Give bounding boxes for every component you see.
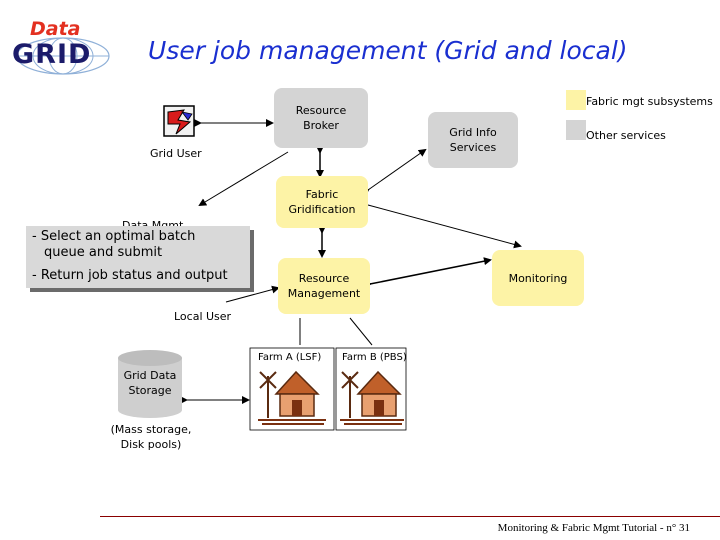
resource-management-line2: Management — [287, 287, 361, 300]
resource-broker-line2: Broker — [303, 119, 339, 132]
resource-broker-box: Resource Broker — [274, 88, 368, 148]
logo-top-text: Data — [30, 18, 81, 40]
grid-user-label: Grid User — [150, 147, 202, 160]
local-user-label: Local User — [174, 310, 232, 323]
footer-text: Monitoring & Fabric Mgmt Tutorial - n° 3… — [497, 522, 690, 534]
footer-divider — [100, 516, 720, 517]
legend-other-swatch — [566, 120, 586, 140]
fabric-gridification-line1: Fabric — [305, 188, 339, 201]
storage-cylinder-icon — [118, 350, 182, 418]
storage-line1: Grid Data — [123, 369, 177, 382]
legend-fabric-swatch — [566, 90, 586, 110]
callout-line3: - Return job status and output — [32, 268, 228, 283]
fabric-gridification-line2: Gridification — [288, 203, 356, 216]
grid-info-line2: Services — [449, 141, 497, 154]
datagrid-logo: Data GRID — [8, 18, 113, 76]
fabric-gridification-box: Fabric Gridification — [276, 176, 368, 228]
legend-other-label: Other services — [586, 129, 666, 142]
farm-a-label: Farm A (LSF) — [258, 352, 322, 363]
monitoring-box: Monitoring — [492, 250, 584, 306]
globe-icon — [16, 37, 110, 75]
callout-line1: - Select an optimal batch — [32, 229, 196, 244]
legend-fabric-label: Fabric mgt subsystems — [586, 95, 713, 108]
callout-box: - Select an optimal batch queue and subm… — [26, 226, 250, 288]
farm-b-icon — [340, 370, 404, 425]
callout-line2: queue and submit — [44, 245, 163, 260]
resource-management-line1: Resource — [298, 272, 350, 285]
grid-info-line1: Grid Info — [449, 126, 497, 139]
slide-title: User job management (Grid and local) — [148, 36, 628, 65]
resource-broker-line1: Resource — [295, 104, 347, 117]
farm-a-icon — [258, 370, 326, 425]
storage-note: (Mass storage, Disk pools) — [96, 422, 206, 452]
monitoring-label: Monitoring — [508, 271, 568, 285]
storage-note-line1: (Mass storage, — [110, 423, 192, 436]
farm-b-label: Farm B (PBS) — [342, 352, 407, 363]
grid-data-storage-label: Grid Data Storage — [116, 366, 184, 400]
grid-info-services-box: Grid Info Services — [428, 112, 518, 168]
logo-bottom-text: GRID — [12, 39, 92, 70]
storage-note-line2: Disk pools) — [120, 438, 182, 451]
resource-management-box: Resource Management — [278, 258, 370, 314]
grid-user-icon — [163, 105, 195, 137]
storage-line2: Storage — [128, 384, 172, 397]
